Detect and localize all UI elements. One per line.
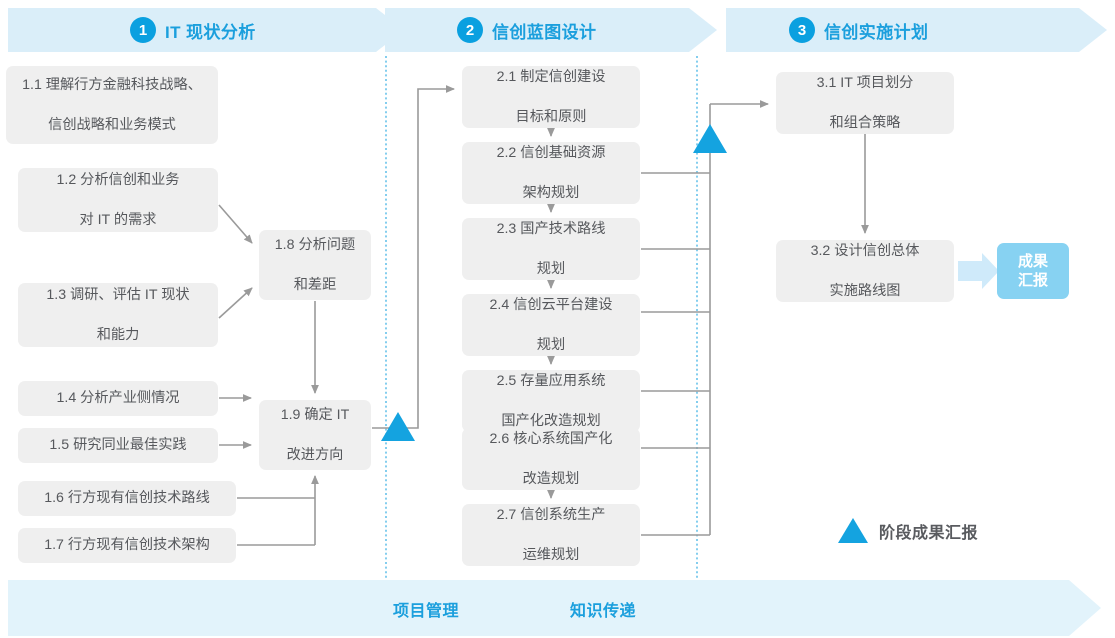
box-line: 1.6 行方现有信创技术路线 — [44, 490, 210, 507]
milestone-phase1-icon — [381, 412, 415, 441]
result-line: 汇报 — [1017, 272, 1048, 289]
phase-header-3[interactable]: 3 信创实施计划 — [789, 8, 928, 52]
box-line: 1.2 分析信创和业务 — [56, 171, 180, 188]
process-box-2-1[interactable]: 2.1 制定信创建设目标和原则 — [462, 66, 640, 128]
phase-number-badge: 2 — [457, 17, 483, 43]
box-line: 实施路线图 — [829, 283, 901, 300]
phase-number-badge: 3 — [789, 17, 815, 43]
box-line: 和能力 — [96, 327, 140, 344]
phase-title: 信创实施计划 — [824, 22, 929, 42]
process-box-3-1[interactable]: 3.1 IT 项目划分和组合策略 — [776, 72, 954, 134]
bottom-label-project-management: 项目管理 — [393, 603, 460, 620]
box-line: 2.6 核心系统国产化 — [489, 430, 613, 447]
box-line: 改进方向 — [286, 447, 344, 464]
box-line: 2.4 信创云平台建设 — [489, 296, 613, 313]
process-box-1-6[interactable]: 1.6 行方现有信创技术路线 — [18, 481, 236, 516]
box-line: 1.9 确定 IT — [280, 406, 350, 423]
phase-header-1[interactable]: 1 IT 现状分析 — [130, 8, 256, 52]
process-box-1-2[interactable]: 1.2 分析信创和业务对 IT 的需求 — [18, 168, 218, 232]
process-box-2-4[interactable]: 2.4 信创云平台建设规划 — [462, 294, 640, 356]
phase-title: 信创蓝图设计 — [492, 22, 597, 42]
box-line: 1.7 行方现有信创技术架构 — [44, 537, 210, 554]
box-line: 运维规划 — [522, 547, 580, 564]
bottom-label-knowledge-transfer: 知识传递 — [570, 603, 637, 620]
process-box-2-5[interactable]: 2.5 存量应用系统国产化改造规划 — [462, 370, 640, 432]
bottom-banner — [8, 580, 1101, 636]
process-box-1-1[interactable]: 1.1 理解行方金融科技战略、信创战略和业务模式 — [6, 66, 218, 144]
process-box-1-3[interactable]: 1.3 调研、评估 IT 现状和能力 — [18, 283, 218, 347]
process-box-1-4[interactable]: 1.4 分析产业侧情况 — [18, 381, 218, 416]
edge-1-9-to-2-1 — [372, 85, 455, 429]
box-line: 2.2 信创基础资源 — [496, 144, 606, 161]
phase-banner-1 — [8, 8, 404, 52]
phase-header-2[interactable]: 2 信创蓝图设计 — [457, 8, 596, 52]
box-line: 国产化改造规划 — [501, 413, 601, 430]
edge-1-2-to-1-8 — [218, 204, 253, 244]
process-box-1-9[interactable]: 1.9 确定 IT 改进方向 — [259, 400, 371, 470]
result-arrow-icon — [958, 253, 999, 289]
legend-label: 阶段成果汇报 — [879, 524, 979, 542]
process-box-1-7[interactable]: 1.7 行方现有信创技术架构 — [18, 528, 236, 563]
box-line: 2.3 国产技术路线 — [496, 220, 606, 237]
box-line: 改造规划 — [522, 471, 580, 488]
box-line: 规划 — [536, 337, 566, 354]
box-line: 1.4 分析产业侧情况 — [56, 390, 180, 407]
box-line: 和差距 — [293, 277, 337, 294]
process-box-2-7[interactable]: 2.7 信创系统生产运维规划 — [462, 504, 640, 566]
box-line: 1.8 分析问题 — [274, 236, 356, 253]
process-box-3-2[interactable]: 3.2 设计信创总体实施路线图 — [776, 240, 954, 302]
milestone-triangle-icon — [838, 518, 868, 543]
milestone-phase2-icon — [693, 124, 727, 153]
phase-title: IT 现状分析 — [165, 22, 256, 42]
box-line: 1.1 理解行方金融科技战略、 — [22, 76, 202, 93]
box-line: 2.1 制定信创建设 — [496, 68, 606, 85]
box-line: 规划 — [536, 261, 566, 278]
edge-1-3-to-1-8 — [218, 287, 253, 319]
process-box-2-6[interactable]: 2.6 核心系统国产化改造规划 — [462, 428, 640, 490]
box-line: 3.2 设计信创总体 — [810, 242, 920, 259]
result-line: 成果 — [1017, 252, 1048, 270]
box-line: 3.1 IT 项目划分 — [816, 74, 914, 91]
box-line: 对 IT 的需求 — [79, 212, 157, 229]
legend-milestone: 阶段成果汇报 — [838, 518, 978, 543]
phase-number-badge: 1 — [130, 17, 156, 43]
process-box-2-2[interactable]: 2.2 信创基础资源架构规划 — [462, 142, 640, 204]
box-line: 1.3 调研、评估 IT 现状 — [46, 286, 190, 303]
result-chip[interactable]: 成果汇报 — [997, 243, 1069, 299]
box-line: 架构规划 — [522, 185, 580, 202]
phase-banner-3 — [726, 8, 1107, 52]
process-box-1-8[interactable]: 1.8 分析问题和差距 — [259, 230, 371, 300]
box-line: 2.5 存量应用系统 — [496, 372, 606, 389]
box-line: 目标和原则 — [515, 109, 587, 126]
box-line: 2.7 信创系统生产 — [496, 506, 606, 523]
box-line: 1.5 研究同业最佳实践 — [49, 437, 187, 454]
process-box-1-5[interactable]: 1.5 研究同业最佳实践 — [18, 428, 218, 463]
box-line: 和组合策略 — [829, 115, 901, 132]
box-line: 信创战略和业务模式 — [48, 117, 176, 134]
process-box-2-3[interactable]: 2.3 国产技术路线规划 — [462, 218, 640, 280]
